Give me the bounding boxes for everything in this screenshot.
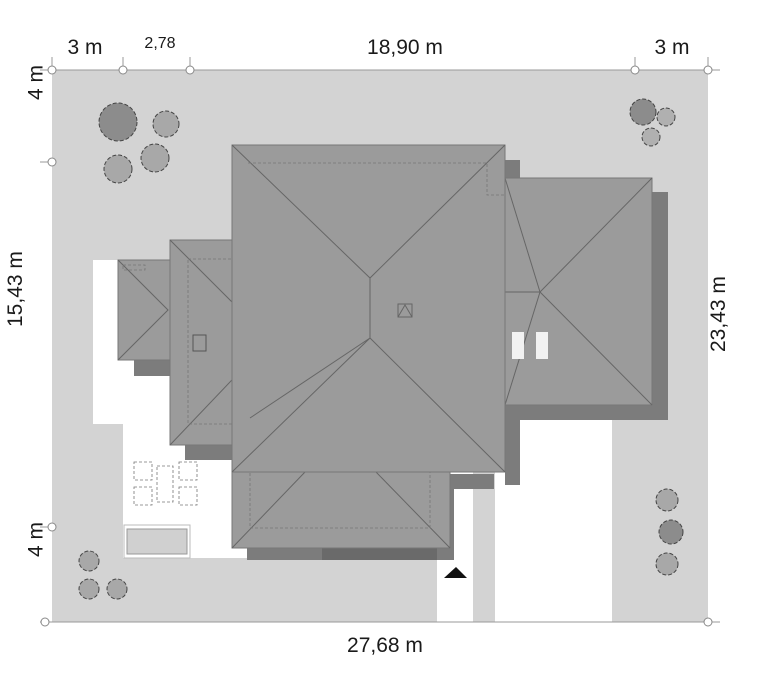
tree <box>629 98 657 126</box>
tree <box>658 519 684 545</box>
roof-main <box>231 144 506 473</box>
tree <box>152 110 180 138</box>
dim-top-offset: 2,78 <box>144 35 175 52</box>
skylight <box>512 332 524 359</box>
pool-water <box>126 528 188 555</box>
dim-left-top-setback: 4 m <box>24 65 47 100</box>
dim-top-building-width: 18,90 m <box>367 36 443 59</box>
tree <box>78 550 100 572</box>
tree <box>140 143 170 173</box>
dim-top-left-setback: 3 m <box>67 36 102 59</box>
garden-furniture <box>133 461 198 506</box>
tree <box>103 154 133 184</box>
dim-top-right-setback: 3 m <box>654 36 689 59</box>
dim-bottom-plot-width: 27,68 m <box>347 634 423 657</box>
tree <box>655 552 679 576</box>
dim-left-bottom-setback: 4 m <box>24 522 47 557</box>
tree <box>106 578 128 600</box>
tree <box>98 102 138 142</box>
tree <box>78 578 100 600</box>
dim-left-building-depth: 15,43 m <box>4 251 27 327</box>
trees <box>78 98 684 600</box>
roof-bottom-wing <box>231 419 451 549</box>
dim-right-plot-depth: 23,43 m <box>707 276 730 352</box>
tree <box>655 488 679 512</box>
dimension-markers <box>40 57 720 627</box>
roof-small-left <box>117 259 171 361</box>
roof-right-wing <box>484 177 653 406</box>
tree <box>656 107 676 127</box>
tree <box>641 127 661 147</box>
roof-hatch <box>397 303 413 318</box>
skylight <box>536 332 548 359</box>
entrance-arrow-icon <box>444 567 467 578</box>
chimney <box>192 334 207 352</box>
